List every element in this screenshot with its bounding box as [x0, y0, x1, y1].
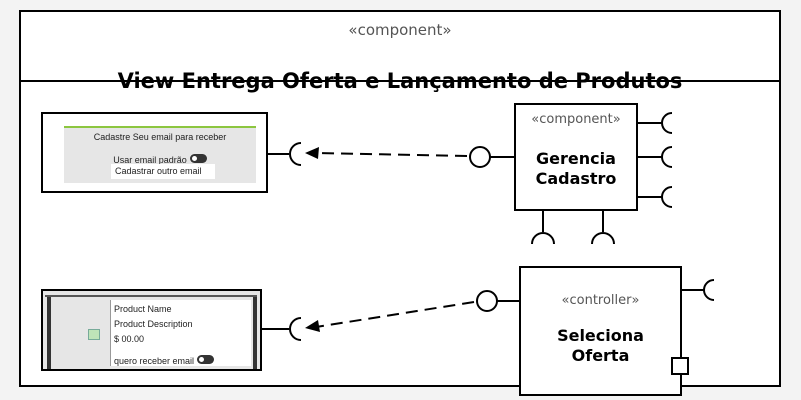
signup-form-panel: Cadastre Seu email para receber Usar ema…: [64, 126, 256, 183]
product-description: Product Description: [114, 319, 193, 329]
signup-required-socket: [289, 142, 302, 166]
product-dependency-line: [315, 301, 475, 328]
seleciona-provided-interface: [476, 290, 498, 312]
product-name: Product Name: [114, 304, 172, 314]
receive-email-toggle[interactable]: [197, 355, 215, 364]
title-divider: [21, 80, 779, 82]
seleciona-required-socket: [703, 279, 715, 301]
seleciona-oferta-controller: «controller» Seleciona Oferta: [519, 266, 682, 396]
receive-email-toggle-row: quero receber email: [114, 349, 215, 368]
product-card-topbar: [45, 295, 257, 297]
product-arrowhead: [305, 320, 320, 332]
default-email-label: Usar email padrão: [113, 155, 187, 165]
signup-arrowhead: [305, 147, 319, 159]
product-card-right-bar: [253, 297, 257, 369]
product-image-icon: [88, 329, 100, 340]
default-email-toggle[interactable]: [189, 154, 207, 163]
seleciona-name-2: Oferta: [571, 346, 630, 365]
gerencia-required-socket-3: [661, 186, 673, 208]
product-card-left-bar: [47, 297, 51, 369]
product-price: $ 00.00: [114, 334, 145, 344]
product-card-frame: Product Name Product Description $ 00.00…: [41, 289, 262, 371]
signup-heading: Cadastre Seu email para receber: [93, 132, 227, 142]
gerencia-cadastro-component: «component» Gerencia Cadastro: [514, 103, 638, 211]
gerencia-required-socket-5: [591, 232, 615, 245]
gerencia-required-socket-4: [531, 232, 555, 245]
gerencia-name-1: Gerencia: [536, 149, 616, 168]
outer-stereotype: «component»: [348, 21, 452, 39]
seleciona-port: [671, 357, 689, 375]
gerencia-required-socket-2: [661, 146, 673, 168]
signup-form-frame: Cadastre Seu email para receber Usar ema…: [41, 112, 268, 193]
default-email-toggle-row: Usar email padrão: [64, 148, 256, 167]
product-required-socket: [289, 317, 302, 341]
seleciona-stereotype: «controller»: [561, 293, 640, 308]
gerencia-provided-interface: [469, 146, 491, 168]
gerencia-name-2: Cadastro: [535, 169, 617, 188]
signup-dependency-line: [315, 152, 468, 157]
gerencia-stereotype: «component»: [531, 112, 621, 127]
gerencia-required-socket-1: [661, 112, 673, 134]
other-email-input[interactable]: Cadastrar outro email: [111, 164, 215, 179]
seleciona-name-1: Seleciona: [557, 326, 644, 345]
receive-email-label: quero receber email: [114, 356, 195, 366]
product-info: Product Name Product Description $ 00.00…: [110, 300, 251, 366]
